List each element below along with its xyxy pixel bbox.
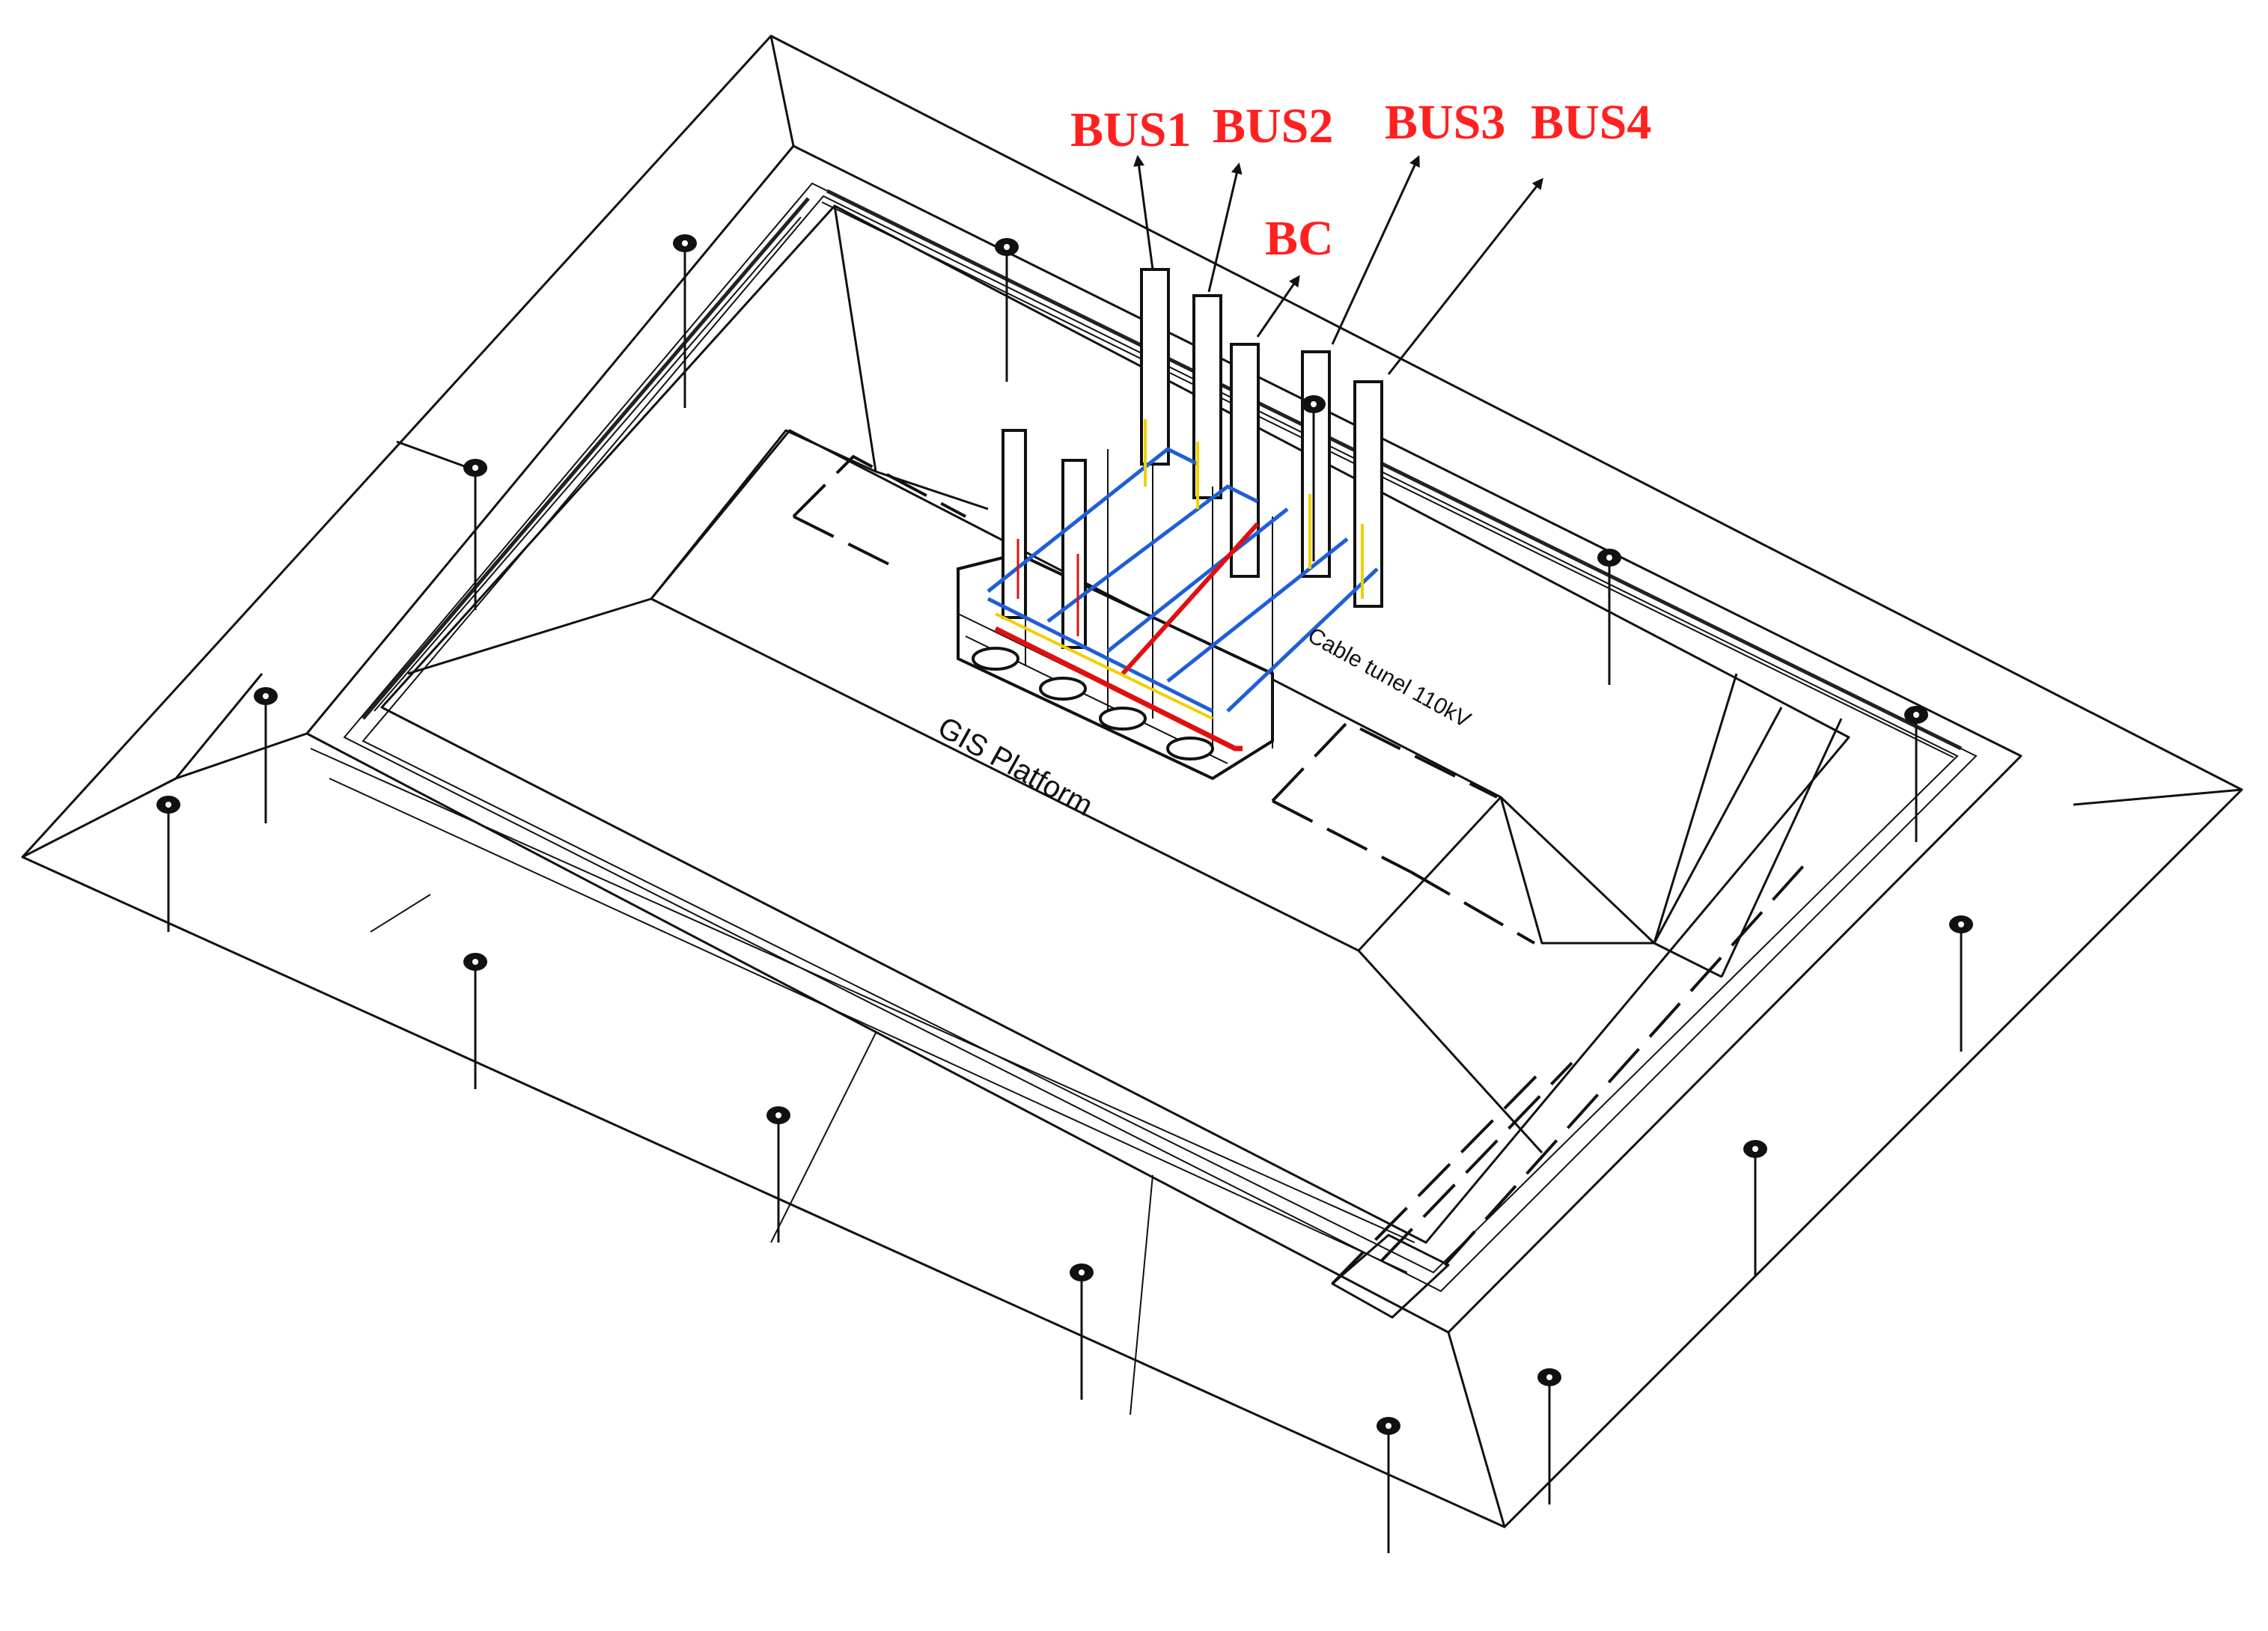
grounding-markers xyxy=(156,234,1973,1553)
bus1-label: BUS1 xyxy=(1070,103,1191,157)
bus3-label: BUS3 xyxy=(1385,95,1505,150)
bus4-label: BUS4 xyxy=(1531,95,1651,150)
bus-arrows xyxy=(1133,155,1543,375)
bus4-pipe xyxy=(1353,380,1383,608)
gis-platform-label: GIS Platform xyxy=(933,710,1099,822)
outer-slope xyxy=(21,34,2243,1528)
bus2-label: BUS2 xyxy=(1213,99,1333,153)
bus3-pipe xyxy=(1301,350,1331,578)
arrow-icon xyxy=(1387,177,1543,375)
arrow-icon xyxy=(1331,155,1420,345)
arrow-icon xyxy=(1207,162,1243,293)
cable-tunnel-label: Cable tunel 110kV xyxy=(1304,623,1475,733)
arrow-icon xyxy=(1256,275,1300,338)
gis-equipment xyxy=(957,268,1383,781)
bc-label: BC xyxy=(1265,211,1334,266)
arrow-icon xyxy=(1133,155,1154,270)
inner-area xyxy=(310,204,1850,1415)
